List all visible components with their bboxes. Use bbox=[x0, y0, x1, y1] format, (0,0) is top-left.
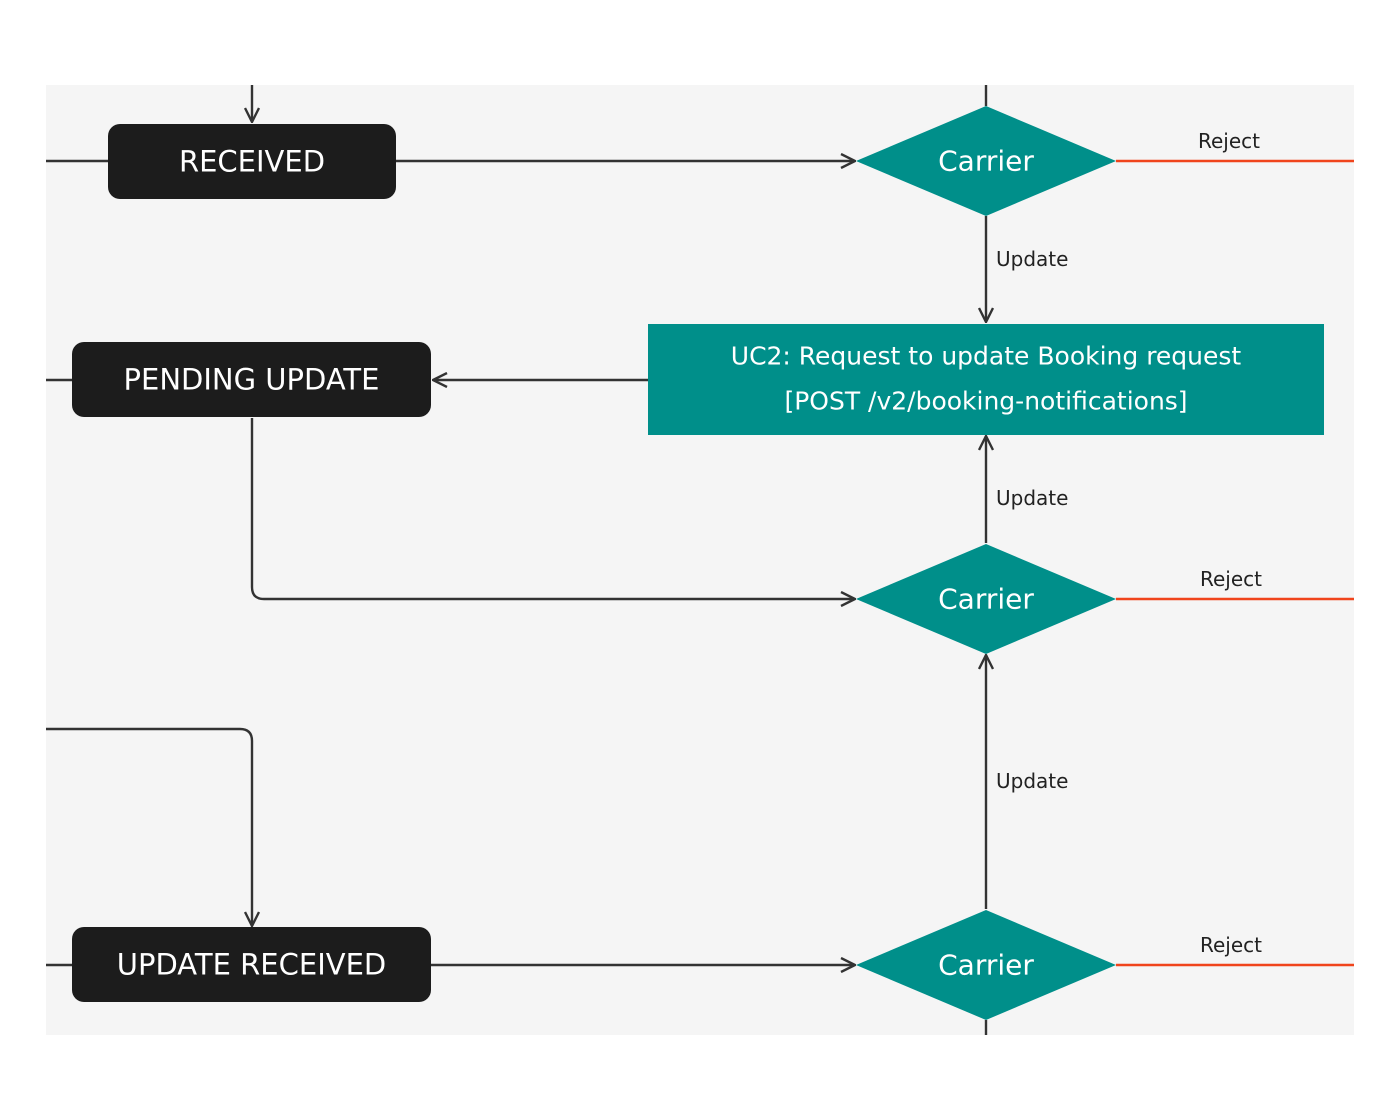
edge-label-update-3: Update bbox=[996, 769, 1068, 793]
decision-carrier-2-label: Carrier bbox=[938, 583, 1034, 616]
state-received-label: RECEIVED bbox=[179, 145, 325, 179]
process-uc2-line-2: [POST /v2/booking-notifications] bbox=[784, 387, 1187, 416]
state-pending-update-box bbox=[72, 342, 431, 417]
state-received[interactable]: RECEIVED bbox=[108, 124, 396, 199]
process-uc2-box bbox=[648, 324, 1324, 435]
decision-carrier-2[interactable]: Carrier bbox=[856, 544, 1116, 654]
decision-carrier-3-label: Carrier bbox=[938, 949, 1034, 982]
decision-carrier-1-label: Carrier bbox=[938, 145, 1034, 178]
edge-label-reject-2: Reject bbox=[1200, 567, 1262, 591]
reject-edges bbox=[1116, 159, 1354, 967]
process-uc2-line-1: UC2: Request to update Booking request bbox=[731, 342, 1242, 371]
decision-carrier-3[interactable]: Carrier bbox=[856, 910, 1116, 1020]
state-received-box bbox=[108, 124, 396, 199]
state-update-received-box bbox=[72, 927, 431, 1002]
edge-label-update-1: Update bbox=[996, 247, 1068, 271]
state-pending-update[interactable]: PENDING UPDATE bbox=[72, 342, 431, 417]
decision-carrier-1[interactable]: Carrier bbox=[856, 106, 1116, 216]
decision-carrier-1-shape bbox=[856, 106, 1116, 216]
edge-label-reject-3: Reject bbox=[1200, 933, 1262, 957]
state-update-received[interactable]: UPDATE RECEIVED bbox=[72, 927, 431, 1002]
state-pending-update-label: PENDING UPDATE bbox=[124, 363, 380, 397]
process-uc2[interactable]: UC2: Request to update Booking request [… bbox=[648, 324, 1324, 435]
state-update-received-label: UPDATE RECEIVED bbox=[117, 948, 386, 982]
edge-label-update-2: Update bbox=[996, 486, 1068, 510]
edge-label-reject-1: Reject bbox=[1198, 129, 1260, 153]
diagram-canvas bbox=[46, 85, 1354, 1035]
edge-pending-to-carrier-2 bbox=[250, 418, 855, 599]
decision-carrier-2-shape bbox=[856, 544, 1116, 654]
edge-into-update-received bbox=[46, 727, 252, 926]
decision-carrier-3-shape bbox=[856, 910, 1116, 1020]
edges bbox=[46, 85, 986, 1035]
